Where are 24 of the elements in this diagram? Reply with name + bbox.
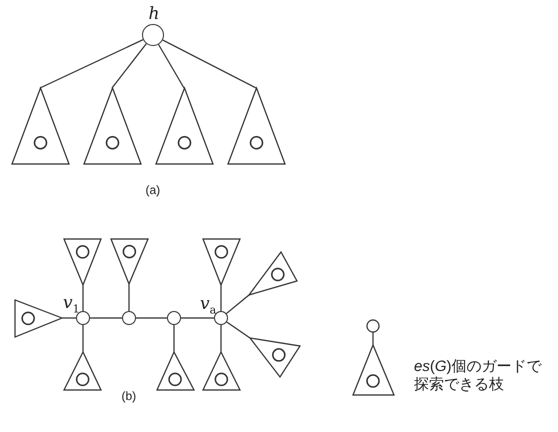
vertex-circle [167,311,181,325]
connector-line [112,43,147,88]
connector-line [90,317,122,319]
connector-line [128,284,130,311]
connector-line [226,321,250,338]
connector-line [173,325,175,352]
connector-line [226,294,250,314]
connector-line [136,317,167,319]
vertex-label: h [148,6,160,22]
legend-text: es(G)個のガードで探索できる枝 [414,358,543,394]
connector-line [82,325,84,352]
connector-line [40,39,144,89]
connector-line [181,317,214,319]
connector-line [220,325,222,352]
vertex-label: v$_{1}$ [63,294,80,314]
connector-line [162,40,256,89]
panel-caption: (b) [122,389,136,403]
vertex-circle [122,311,136,325]
connector-line [158,44,185,88]
connector-line [82,285,84,311]
connector-line [62,317,76,319]
vertex-label: v$_{a}$ [200,296,216,315]
connector-line [220,285,222,311]
panel-caption: (a) [146,183,160,197]
